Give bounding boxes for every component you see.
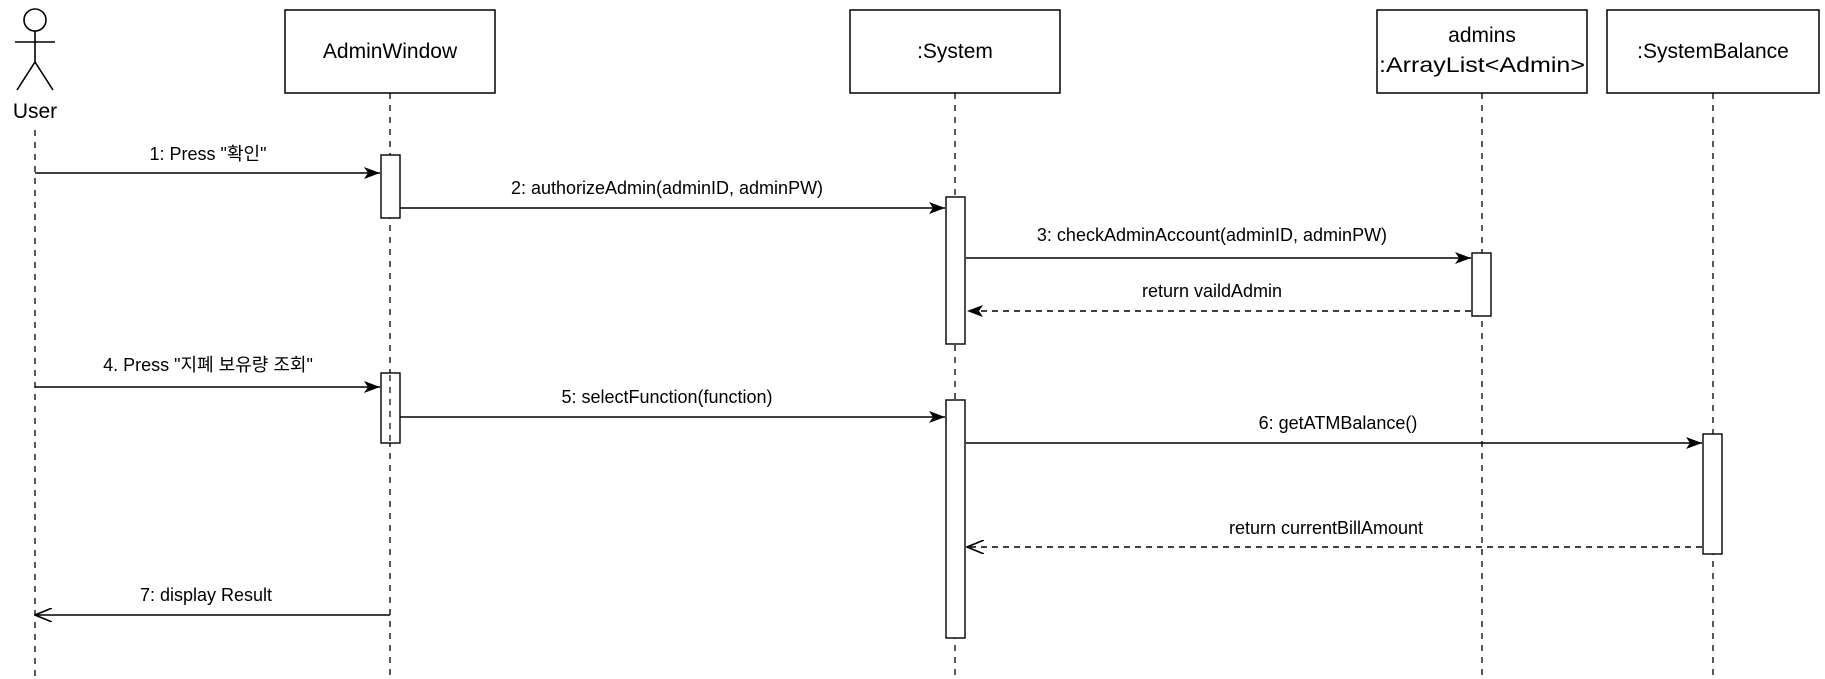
admins-label-line2: :ArrayList<Admin> xyxy=(1379,54,1585,77)
message-6-label: 6: getATMBalance() xyxy=(1259,413,1418,433)
system-label: :System xyxy=(917,40,993,63)
message-4-label: 4. Press "지폐 보유량 조회" xyxy=(103,355,313,375)
actor-label: User xyxy=(13,100,57,123)
message-3: 3: checkAdminAccount(adminID, adminPW) xyxy=(966,225,1471,264)
message-2: 2: authorizeAdmin(adminID, adminPW) xyxy=(400,178,945,214)
activation-system-2 xyxy=(945,399,966,639)
activation-admins-1 xyxy=(1471,252,1492,317)
message-return-1: return vaildAdmin xyxy=(967,281,1471,317)
systembalance-label: :SystemBalance xyxy=(1637,40,1789,63)
message-7-label: 7: display Result xyxy=(140,585,272,605)
activation-systembalance-1 xyxy=(1702,433,1723,555)
message-return-1-label: return vaildAdmin xyxy=(1142,281,1282,301)
message-1: 1: Press "확인" xyxy=(35,144,380,179)
actor-icon xyxy=(15,8,55,91)
activation-system-1 xyxy=(945,196,966,345)
message-7: 7: display Result xyxy=(35,585,390,615)
message-5-label: 5: selectFunction(function) xyxy=(561,387,772,407)
message-return-2: return currentBillAmount xyxy=(967,518,1702,547)
message-1-label: 1: Press "확인" xyxy=(150,144,267,164)
lifeline-box-admins: admins :ArrayList<Admin> xyxy=(1376,9,1588,94)
message-4: 4. Press "지폐 보유량 조회" xyxy=(35,355,380,393)
lifeline-box-system: :System xyxy=(849,9,1061,94)
admins-label-line1: admins xyxy=(1448,24,1516,47)
message-2-label: 2: authorizeAdmin(adminID, adminPW) xyxy=(511,178,823,198)
message-return-2-label: return currentBillAmount xyxy=(1229,518,1423,538)
lifeline-box-adminwindow: AdminWindow xyxy=(284,9,496,94)
adminwindow-label: AdminWindow xyxy=(323,40,458,63)
lifeline-box-systembalance: :SystemBalance xyxy=(1606,9,1820,94)
activation-adminwindow-2 xyxy=(380,372,401,444)
activation-adminwindow-1 xyxy=(380,154,401,219)
message-6: 6: getATMBalance() xyxy=(966,413,1702,449)
message-5: 5: selectFunction(function) xyxy=(400,387,945,423)
message-3-label: 3: checkAdminAccount(adminID, adminPW) xyxy=(1037,225,1387,245)
